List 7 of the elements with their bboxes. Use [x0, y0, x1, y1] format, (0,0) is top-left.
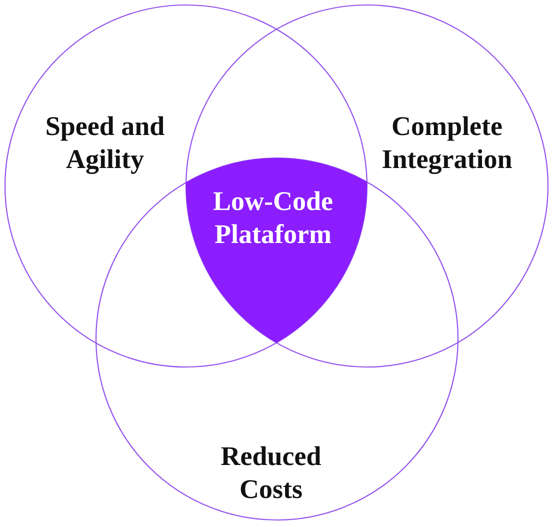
region-label: Low-Code Plataform [212, 184, 334, 251]
venn-circle [4, 4, 368, 368]
circle-label: Complete Integration [380, 110, 514, 176]
circle-label: Reduced Costs [220, 440, 322, 506]
intersection-region [186, 158, 367, 343]
circle-label: Speed and Agility [44, 110, 166, 176]
venn-circle [185, 4, 549, 368]
